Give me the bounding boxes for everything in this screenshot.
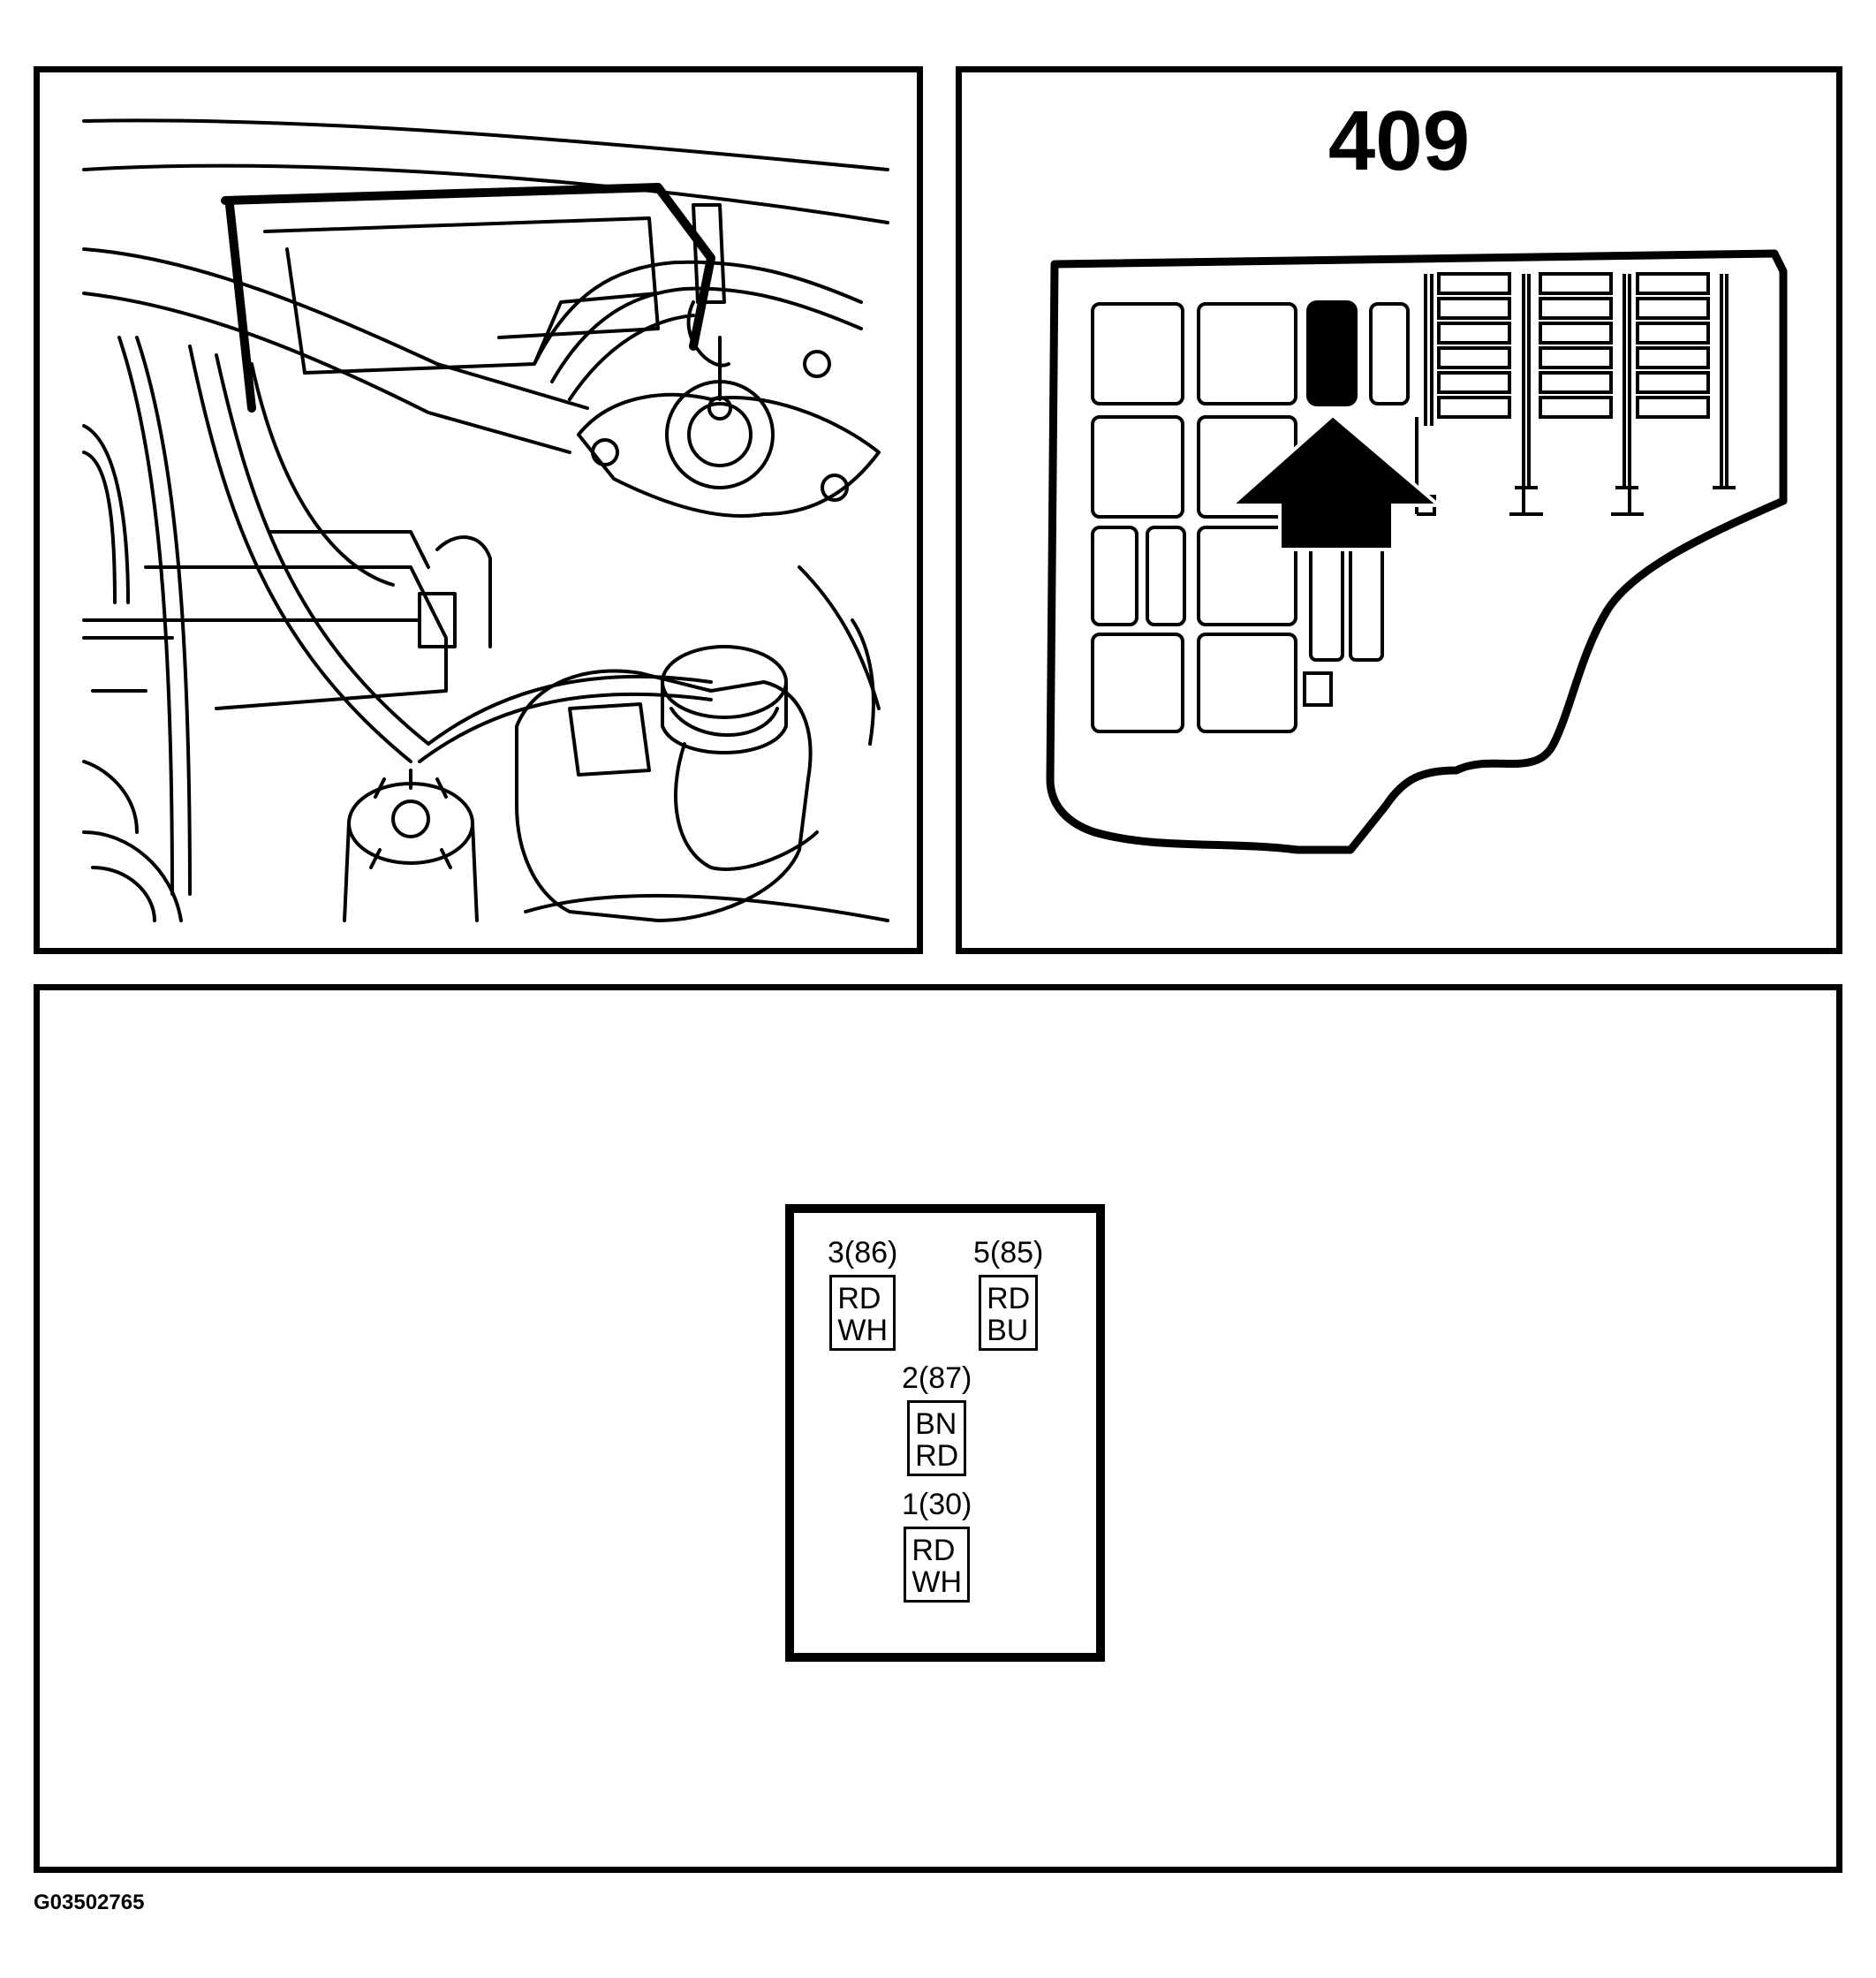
fuse-box-outline bbox=[1046, 249, 1788, 854]
wire-color-box: BN RD bbox=[907, 1400, 967, 1476]
pin-label: 2(87) bbox=[902, 1361, 972, 1395]
relay-number: 409 bbox=[1328, 94, 1471, 188]
pin-1-30: 1(30) RD WH bbox=[902, 1489, 972, 1603]
pin-label: 1(30) bbox=[902, 1488, 972, 1521]
fuse-box-illustration bbox=[1046, 249, 1788, 854]
wire-color-box: RD BU bbox=[979, 1275, 1039, 1351]
arrow-up-icon bbox=[1226, 413, 1444, 551]
wire-color: RD bbox=[912, 1534, 956, 1567]
engine-compartment-illustration bbox=[82, 118, 889, 922]
engine-compartment-panel bbox=[34, 66, 923, 954]
wire-color: RD bbox=[837, 1282, 881, 1315]
relay-connector: 3(86) RD WH 5(85) RD BU 2(87) BN RD 1(30… bbox=[785, 1204, 1105, 1662]
pin-label: 5(85) bbox=[973, 1236, 1044, 1269]
wire-color: WH bbox=[837, 1314, 889, 1347]
pin-3-86: 3(86) RD WH bbox=[828, 1238, 897, 1351]
fuse-box-panel: 409 bbox=[956, 66, 1842, 954]
pin-label: 3(86) bbox=[828, 1236, 898, 1269]
wire-color-box: RD WH bbox=[904, 1527, 971, 1603]
wire-color: RD bbox=[987, 1282, 1031, 1315]
wire-color: BU bbox=[987, 1314, 1029, 1347]
wire-color: BN bbox=[915, 1407, 957, 1441]
connector-pinout-panel: 3(86) RD WH 5(85) RD BU 2(87) BN RD 1(30… bbox=[34, 984, 1842, 1873]
figure-code: G03502765 bbox=[34, 1891, 145, 1914]
pin-5-85: 5(85) RD BU bbox=[973, 1238, 1043, 1351]
wire-color-box: RD WH bbox=[829, 1275, 896, 1351]
wire-color: WH bbox=[912, 1565, 963, 1599]
highlighted-relay bbox=[1306, 300, 1358, 406]
wire-color: RD bbox=[915, 1439, 959, 1473]
pin-2-87: 2(87) BN RD bbox=[902, 1363, 972, 1476]
